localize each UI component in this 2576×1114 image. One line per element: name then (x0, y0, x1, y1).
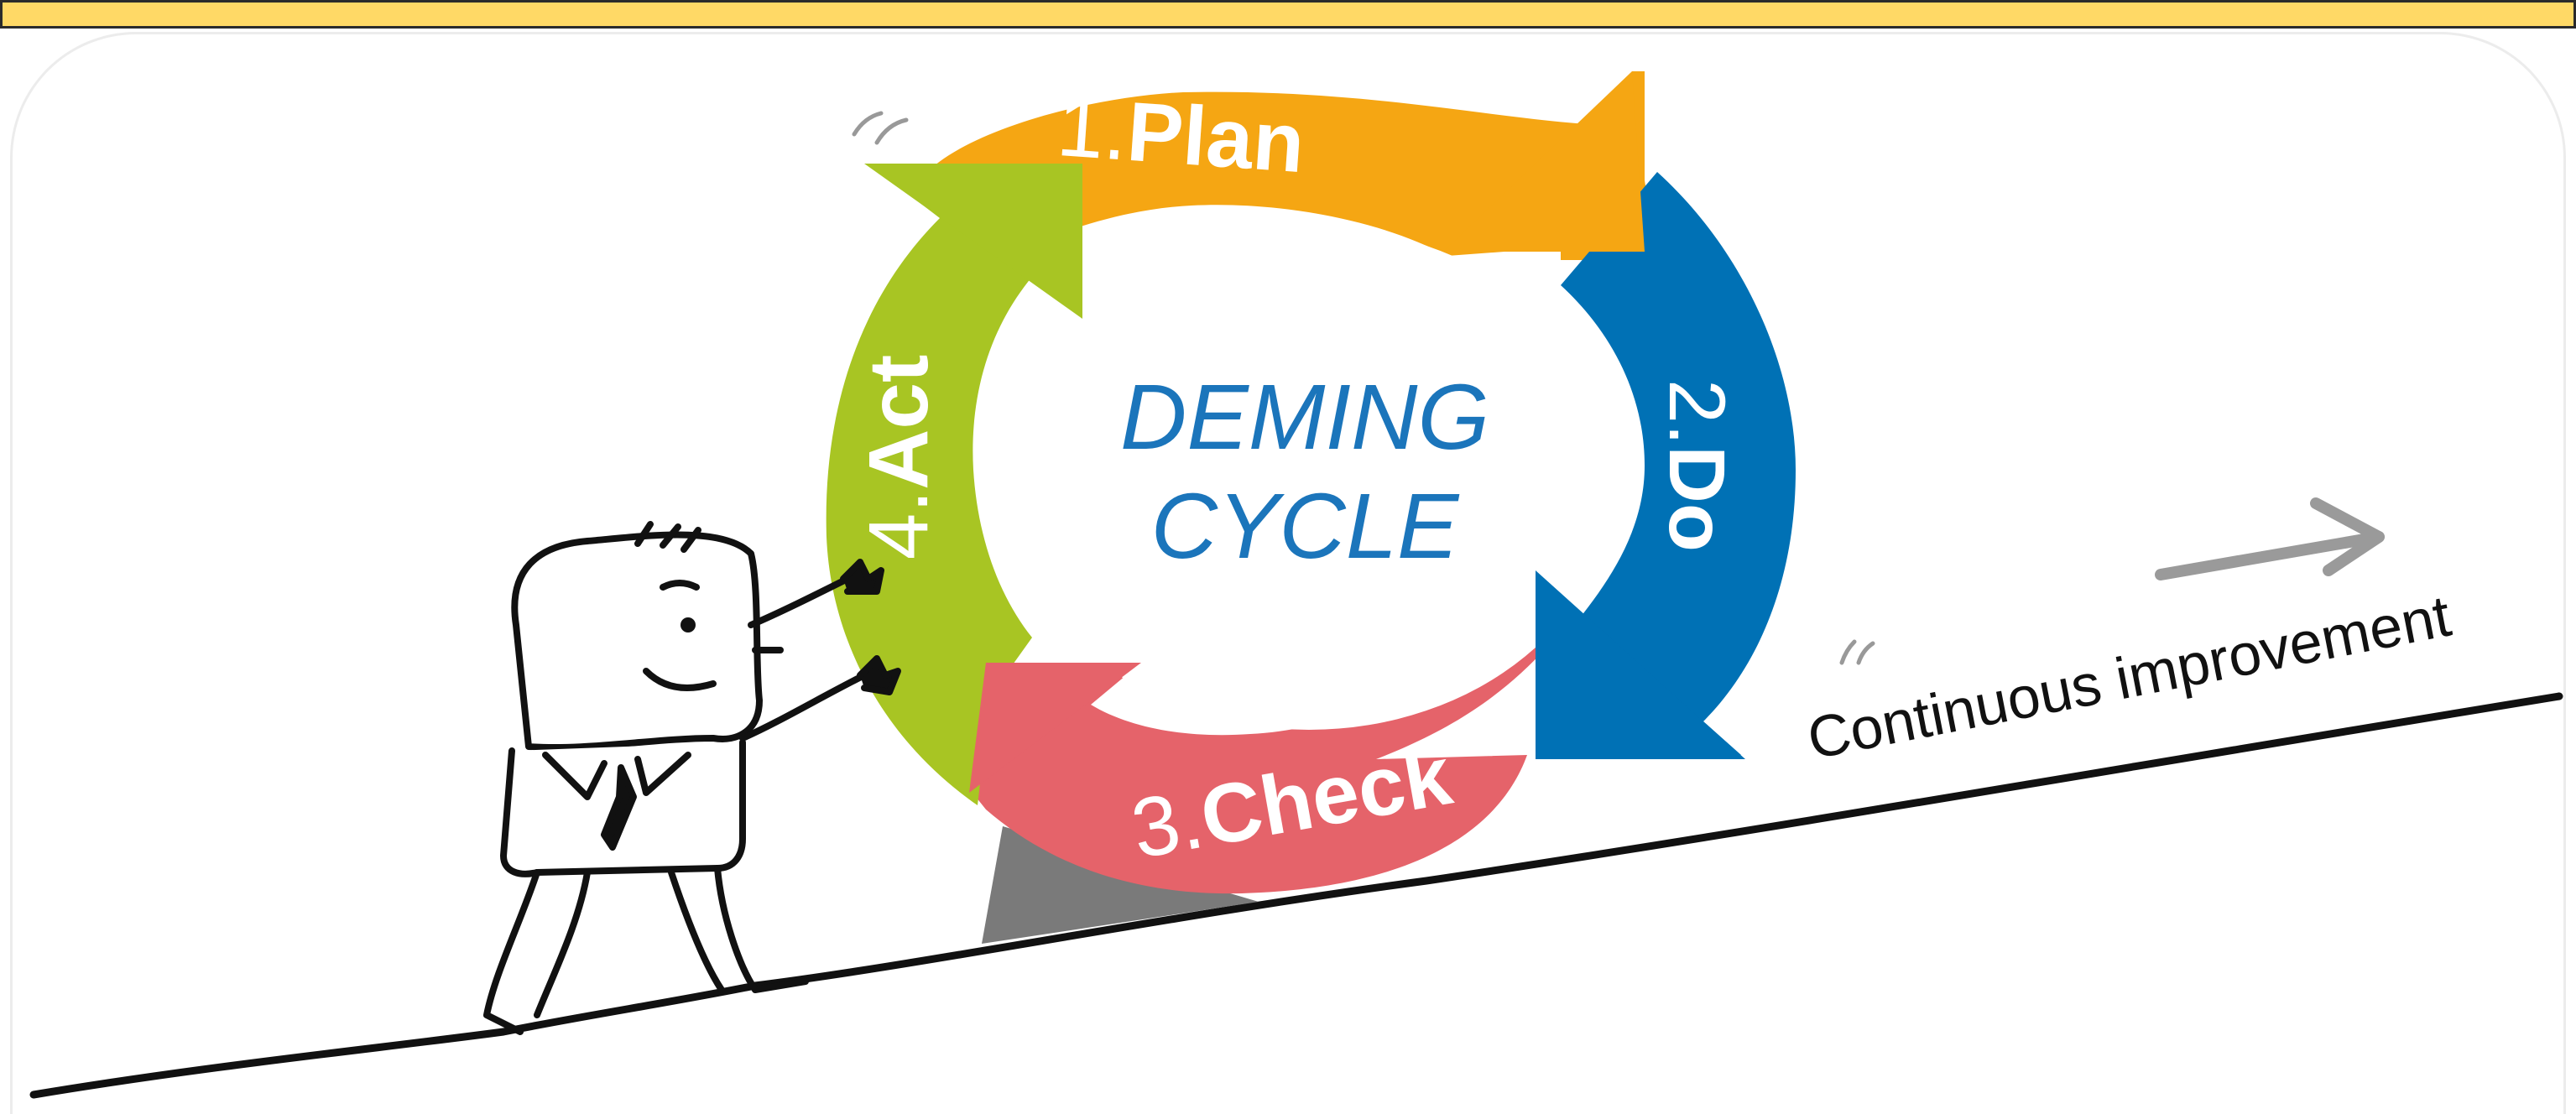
smile (643, 668, 717, 691)
act-segment (826, 164, 1082, 805)
hair (634, 521, 701, 553)
collar (542, 752, 691, 800)
step-check-number: 3. (1125, 772, 1211, 877)
motion-mark-top (852, 111, 909, 145)
step-do-text: Do (1652, 445, 1741, 552)
brow (660, 580, 700, 591)
check-arrowhead (969, 663, 1141, 793)
slope-caption: Continuous improvement (1802, 583, 2456, 772)
wedge-block (982, 826, 1259, 944)
legs (483, 865, 809, 1035)
hand-lower (857, 655, 901, 695)
eye (681, 617, 696, 632)
legs-inner (534, 869, 725, 1018)
arm-lower (739, 672, 868, 742)
direction-arrow (2155, 497, 2385, 580)
cycle-center (1003, 226, 1615, 730)
step-act-number: 4. (852, 490, 946, 560)
act-arrowhead (864, 164, 1082, 319)
step-plan-number: 1. (1055, 80, 1131, 179)
step-act-label: 4.Act (852, 355, 946, 560)
businessman-pushing-icon (483, 521, 901, 1035)
motion-mark-right (1839, 639, 1875, 665)
step-plan-label: 1.Plan (1055, 80, 1308, 190)
do-segment (1536, 172, 1796, 755)
arm-upper (748, 575, 851, 628)
tie (601, 764, 637, 851)
cycle-ring (826, 71, 1796, 894)
slope-line (29, 692, 2563, 1099)
header-bar (0, 0, 2576, 29)
cycle-title-line1: DEMING (1120, 366, 1489, 469)
step-do-number: 2. (1652, 379, 1741, 445)
svg-text:1.Plan: 1.Plan (1055, 80, 1308, 190)
step-plan-text: Plan (1124, 85, 1307, 190)
step-act-text: Act (852, 355, 946, 490)
step-do-label: 2.Do (1652, 379, 1741, 552)
svg-text:4.Act: 4.Act (852, 355, 946, 560)
hand-upper (840, 559, 884, 595)
do-arrowhead (1536, 570, 1745, 759)
cycle-title-line2: CYCLE (1151, 475, 1460, 578)
plan-arrowhead (1443, 71, 1645, 252)
head (511, 531, 763, 752)
svg-text:2.Do: 2.Do (1652, 379, 1741, 552)
